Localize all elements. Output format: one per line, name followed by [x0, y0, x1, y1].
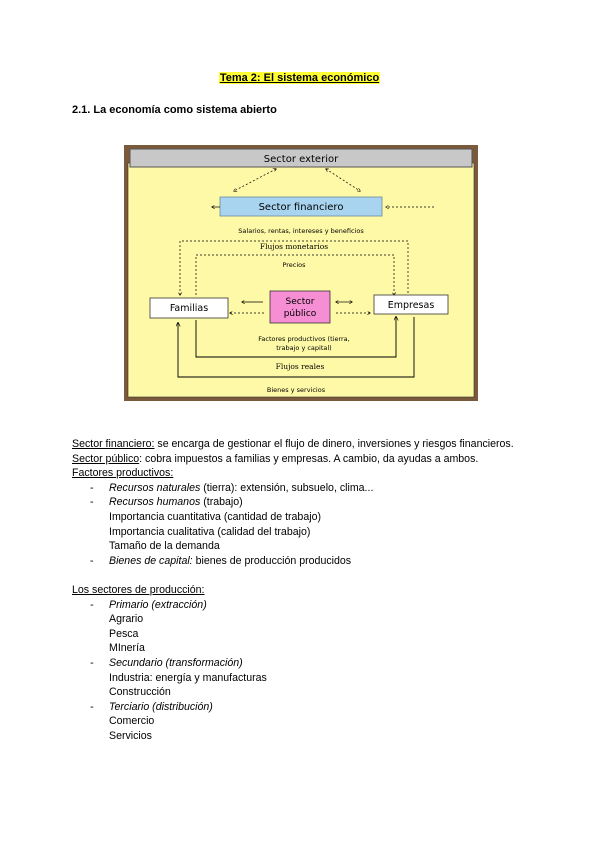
paragraph-publico: Sector público: cobra impuestos a famili… [72, 452, 479, 465]
sector-financiero-box [219, 196, 383, 217]
factores-list: Recursos naturales (tierra): extensión, … [72, 481, 532, 569]
factores-label-1: Factores productivos (tierra, [258, 335, 349, 343]
flujo-real-inner [195, 317, 396, 358]
bienes-label: Bienes y servicios [267, 386, 326, 394]
list-item: Importancia cualitativa (calidad del tra… [109, 525, 311, 538]
familias-box [149, 297, 229, 319]
list-item: Recursos naturales (tierra): extensión, … [72, 481, 532, 496]
list-item: Pesca [109, 627, 139, 640]
list-item: Industria: energía y manufacturas [109, 671, 267, 684]
list-item: Secundario (transformación) [72, 656, 532, 671]
factores-heading: Factores productivos: [72, 467, 174, 480]
sector-publico-label-2: público [284, 309, 317, 319]
list-item: Construcción [109, 686, 171, 699]
sectores-list: Primario (extracción) Agrario Pesca MIne… [72, 598, 532, 744]
precios-label: Precios [282, 261, 306, 269]
flujo-monetario-outer [180, 240, 409, 295]
list-item: MInería [109, 642, 145, 655]
list-item: Tamaño de la demanda [109, 540, 220, 553]
list-item: Servicios [109, 729, 152, 742]
exterior-arrow-right [326, 169, 360, 191]
spacer [72, 568, 532, 583]
sector-financiero-label: Sector financiero [259, 202, 344, 213]
page-title: Tema 2: El sistema económico [218, 72, 381, 84]
list-item: Agrario [109, 613, 144, 626]
list-item: Bienes de capital: bienes de producción … [72, 554, 532, 569]
sector-exterior-label: Sector exterior [264, 154, 339, 165]
sector-exterior-box [129, 148, 473, 168]
list-item: Primario (extracción) [72, 598, 532, 613]
flujo-reales-label: Flujos reales [276, 362, 325, 371]
content-body: Sector financiero: se encarga de gestion… [72, 437, 532, 743]
section-heading: 2.1. La economía como sistema abierto [72, 104, 277, 116]
paragraph-financiero: Sector financiero: se encarga de gestion… [72, 438, 514, 450]
flujos-monetarios-label: Flujos monetarios [260, 242, 328, 251]
list-item: Terciario (distribución) [72, 700, 532, 715]
list-item: Comercio [109, 715, 155, 728]
empresas-box [373, 294, 449, 315]
list-item: Recursos humanos (trabajo) [72, 495, 532, 510]
empresas-label: Empresas [388, 300, 435, 311]
diagram-svg: Sector exterior Sector financiero Salari… [124, 145, 478, 401]
familias-label: Familias [170, 303, 208, 314]
flujo-real-outer [178, 317, 415, 378]
list-item: Importancia cuantitativa (cantidad de tr… [109, 510, 321, 523]
salarios-label: Salarios, rentas, intereses y beneficios [238, 227, 364, 235]
sector-publico-label-1: Sector [286, 297, 315, 307]
sectores-heading: Los sectores de producción: [72, 583, 205, 596]
economic-flow-diagram: Sector exterior Sector financiero Salari… [124, 145, 478, 401]
factores-label-2: trabajo y capital) [276, 344, 331, 352]
flujo-monetario-inner [195, 254, 394, 295]
sector-publico-box [269, 290, 331, 324]
